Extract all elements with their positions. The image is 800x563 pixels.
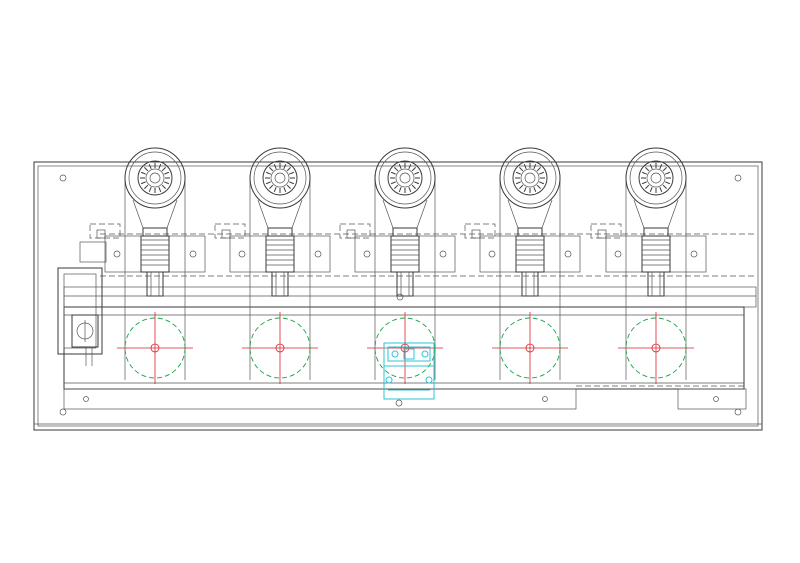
rails [63, 233, 757, 410]
bearing-teeth-icon [265, 163, 295, 193]
bearing-teeth-icon [515, 163, 545, 193]
roller-assembly-icon [590, 147, 707, 384]
center-screw [396, 293, 404, 301]
roller-assembly-icon [339, 147, 456, 384]
roller-assembly-icon [464, 147, 581, 384]
roller-assembly-icon [214, 147, 331, 384]
frame-hole-tr [734, 174, 742, 182]
frame-hole-br [734, 408, 742, 416]
frame-hole-tl [59, 174, 67, 182]
roller-assembly-icon [89, 147, 206, 384]
bearing-teeth-icon [140, 163, 170, 193]
frame-hole-bl [59, 408, 67, 416]
left-bracket-icon [57, 241, 107, 366]
bearing-teeth-icon [641, 163, 671, 193]
roller-units [89, 147, 707, 384]
bearing-teeth-icon [390, 163, 420, 193]
highlighted-mechanism-icon [383, 342, 435, 407]
